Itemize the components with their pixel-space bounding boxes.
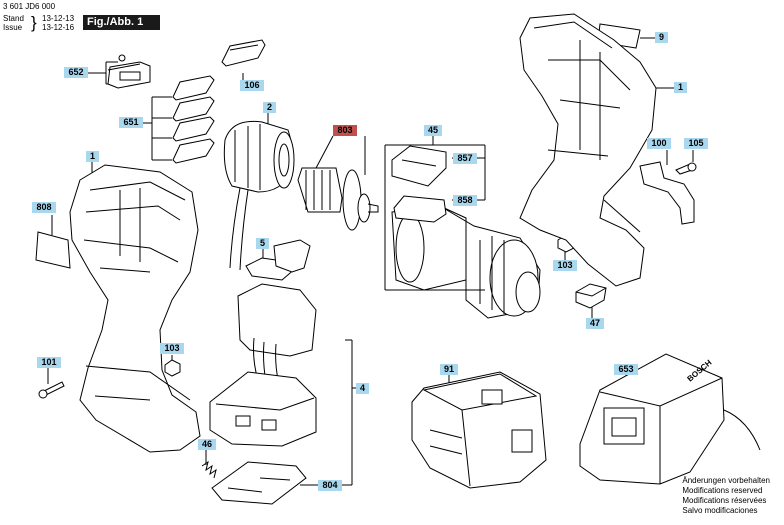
label-45: 45	[424, 125, 442, 136]
label-5: 5	[256, 238, 269, 249]
label-1-right: 1	[674, 82, 687, 93]
issue-label: Issue	[3, 23, 23, 32]
label-46: 46	[198, 439, 216, 450]
label-804: 804	[318, 480, 342, 491]
label-103-left: 103	[160, 343, 184, 354]
part-number: 3 601 JD6 000	[3, 2, 56, 11]
label-100: 100	[647, 138, 671, 149]
stand-date: 13-12-13	[42, 14, 75, 23]
label-808: 808	[32, 202, 56, 213]
modification-notes: Änderungen vorbehalten Modifications res…	[682, 476, 770, 516]
label-106: 106	[240, 80, 264, 91]
label-803: 803	[333, 125, 357, 136]
bracket: }	[31, 13, 37, 32]
label-101: 101	[37, 357, 61, 368]
label-47: 47	[586, 318, 604, 329]
label-857: 857	[453, 153, 477, 164]
note-fr: Modifications réservées	[682, 496, 767, 505]
figure-title: Fig./Abb. 1	[83, 15, 160, 30]
note-de: Änderungen vorbehalten	[682, 476, 770, 485]
label-1-left: 1	[86, 151, 99, 162]
note-en: Modifications reserved	[682, 486, 763, 495]
note-es: Salvo modificaciones	[682, 506, 758, 515]
label-103-right: 103	[553, 260, 577, 271]
label-652: 652	[64, 67, 88, 78]
label-858: 858	[453, 195, 477, 206]
label-9: 9	[655, 32, 668, 43]
issue-date: 13-12-16	[42, 23, 75, 32]
label-4: 4	[356, 383, 369, 394]
label-2: 2	[263, 102, 276, 113]
label-653: 653	[614, 364, 638, 375]
label-91: 91	[440, 364, 458, 375]
label-651: 651	[119, 117, 143, 128]
stand-label: Stand	[3, 14, 24, 23]
label-105: 105	[684, 138, 708, 149]
